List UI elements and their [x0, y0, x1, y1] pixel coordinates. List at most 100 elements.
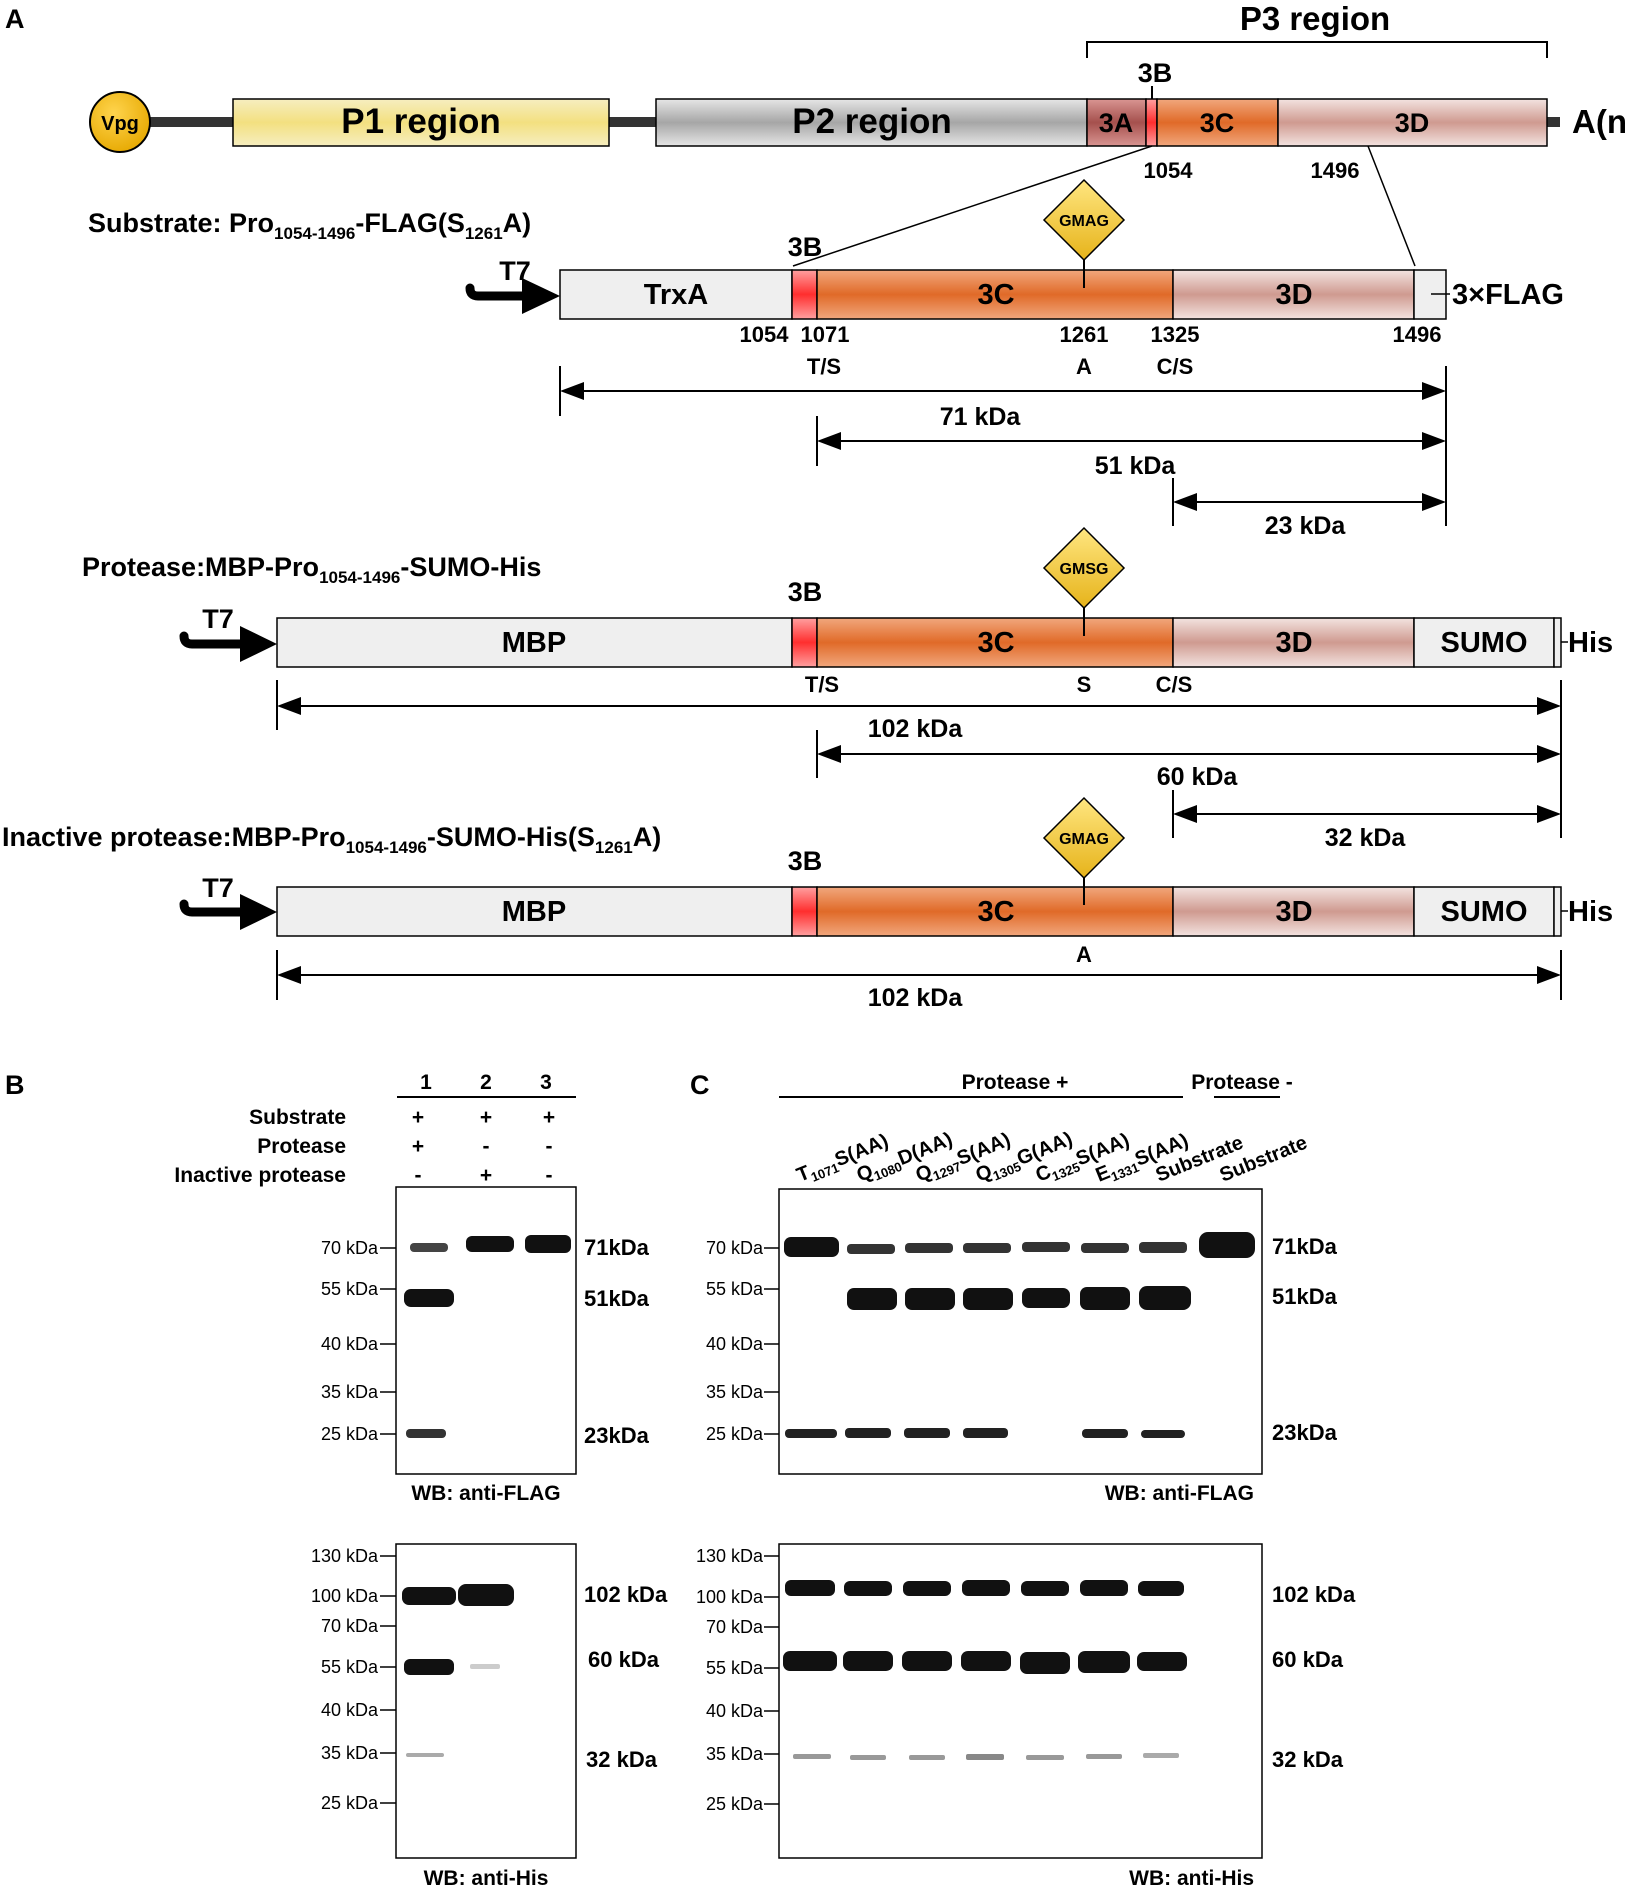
protease-motif-label: GMSG [1060, 561, 1109, 578]
band [909, 1755, 945, 1760]
band [1143, 1753, 1179, 1758]
inactive-3d-box [1172, 886, 1415, 937]
inactive-t7-label: T7 [202, 873, 234, 903]
polya-label: A(n [1572, 103, 1627, 140]
inactive-protease-title: Inactive protease:MBP-Pro1054-1496-SUMO-… [2, 822, 661, 857]
band [1141, 1430, 1185, 1438]
panel-c-his-membrane [778, 1543, 1263, 1859]
inactive-t7-arrow [179, 899, 247, 917]
3a-label: 3A [1099, 108, 1134, 138]
row-protease-label: Protease [257, 1135, 346, 1158]
band [843, 1651, 893, 1671]
band [963, 1288, 1013, 1310]
band [1086, 1754, 1122, 1759]
substrate-3d-label: 3D [1275, 279, 1312, 311]
panel-c-flag-blot: 70 kDa 55 kDa 40 kDa 35 kDa 25 kDa [706, 1188, 1338, 1505]
row-substrate-lane-2: + [480, 1106, 492, 1129]
substrate-kda-23: 23 kDa [1265, 512, 1347, 540]
band [1022, 1242, 1070, 1252]
inactive-motif-diamond [1042, 796, 1126, 880]
protease-t7-arrow [179, 631, 247, 649]
marker-35: 35 kDa [706, 1382, 764, 1402]
band [466, 1236, 514, 1252]
row-substrate-lane-1: + [412, 1106, 424, 1129]
panel-c-his-band-32: 32 kDa [1272, 1747, 1344, 1772]
protease-3b-label: 3B [788, 577, 823, 607]
inactive-sumo-box [1413, 886, 1555, 937]
substrate-3c-label: 3C [977, 279, 1014, 311]
band [406, 1753, 444, 1757]
marker-25: 25 kDa [321, 1424, 379, 1444]
panel-c-his-band-102: 102 kDa [1272, 1582, 1356, 1607]
substrate-kda-51: 51 kDa [1095, 452, 1177, 480]
inactive-site-a: A [1076, 942, 1092, 967]
marker-130: 130 kDa [311, 1546, 379, 1566]
band [410, 1243, 448, 1252]
panel-b-label: B [5, 1070, 25, 1100]
band [904, 1428, 950, 1438]
substrate-kda-71: 71 kDa [940, 403, 1022, 431]
band [1021, 1581, 1069, 1596]
substrate-pos-1054: 1054 [740, 322, 790, 347]
protease-minus-label: Protease - [1191, 1071, 1293, 1094]
band [406, 1429, 446, 1438]
inactive-kda-102: 102 kDa [868, 984, 964, 1012]
panel-b-his-markers: 130 kDa 100 kDa 70 kDa 55 kDa 40 kDa 35 … [311, 1546, 396, 1813]
band [402, 1587, 456, 1605]
protease-arrow-60-right [1537, 745, 1561, 763]
marker-25: 25 kDa [321, 1793, 379, 1813]
panel-b-his-band-102: 102 kDa [584, 1582, 668, 1607]
inactive-3d-label: 3D [1275, 896, 1312, 928]
inactive-sumo-label: SUMO [1441, 896, 1528, 928]
protease-t7-arrowhead [240, 626, 277, 662]
row-inactive-lane-3: - [546, 1164, 553, 1187]
substrate-site-a: A [1076, 354, 1092, 379]
panel-c-his-band-60: 60 kDa [1272, 1647, 1344, 1672]
band [1026, 1755, 1064, 1760]
protease-site-s: S [1077, 672, 1092, 697]
substrate-fragment-arrows [559, 366, 1447, 526]
protease-site-ts: T/S [805, 672, 839, 697]
row-inactive-label: Inactive protease [174, 1164, 346, 1187]
marker-35: 35 kDa [706, 1744, 764, 1764]
vpg-circle [89, 91, 151, 153]
substrate-pos-1261: 1261 [1060, 322, 1109, 347]
protease-3c-label: 3C [977, 627, 1014, 659]
marker-35: 35 kDa [321, 1382, 379, 1402]
inactive-motif-label: GMAG [1059, 831, 1109, 848]
protease-his-label: His [1568, 627, 1613, 659]
p3-region-label: P3 region [1240, 0, 1390, 37]
3d-label: 3D [1395, 108, 1430, 138]
band [785, 1580, 835, 1596]
band [844, 1581, 892, 1596]
protease-his-box [1553, 617, 1562, 668]
protease-3d-label: 3D [1275, 627, 1312, 659]
substrate-pos-1071: 1071 [801, 322, 850, 347]
p2-region-label: P2 region [792, 102, 951, 141]
band [470, 1664, 500, 1669]
band [784, 1237, 839, 1257]
panel-b-his-caption: WB: anti-His [424, 1867, 549, 1889]
panel-c-flag-band-51: 51kDa [1272, 1284, 1338, 1309]
protease-fragment-arrows [276, 680, 1562, 838]
substrate-site-ts: T/S [807, 354, 841, 379]
protease-site-cs: C/S [1156, 672, 1193, 697]
panel-b-flag-band-51: 51kDa [584, 1286, 650, 1311]
marker-25: 25 kDa [706, 1794, 764, 1814]
3c-label: 3C [1200, 108, 1235, 138]
inactive-arrow-102-right [1537, 966, 1561, 984]
marker-70: 70 kDa [706, 1617, 764, 1637]
zoom-line-right [1367, 145, 1416, 267]
row-substrate-label: Substrate [249, 1106, 346, 1129]
panel-b-his-band-32: 32 kDa [586, 1747, 658, 1772]
band [963, 1428, 1008, 1438]
panel-b-his-band-60: 60 kDa [588, 1647, 660, 1672]
band [1139, 1286, 1191, 1310]
band [966, 1754, 1004, 1760]
panel-b-flag-membrane [395, 1186, 577, 1475]
marker-40: 40 kDa [706, 1334, 764, 1354]
substrate-arrow-71-right [1422, 382, 1446, 400]
panel-a-label: A [5, 4, 25, 34]
protease-kda-60: 60 kDa [1157, 763, 1239, 791]
